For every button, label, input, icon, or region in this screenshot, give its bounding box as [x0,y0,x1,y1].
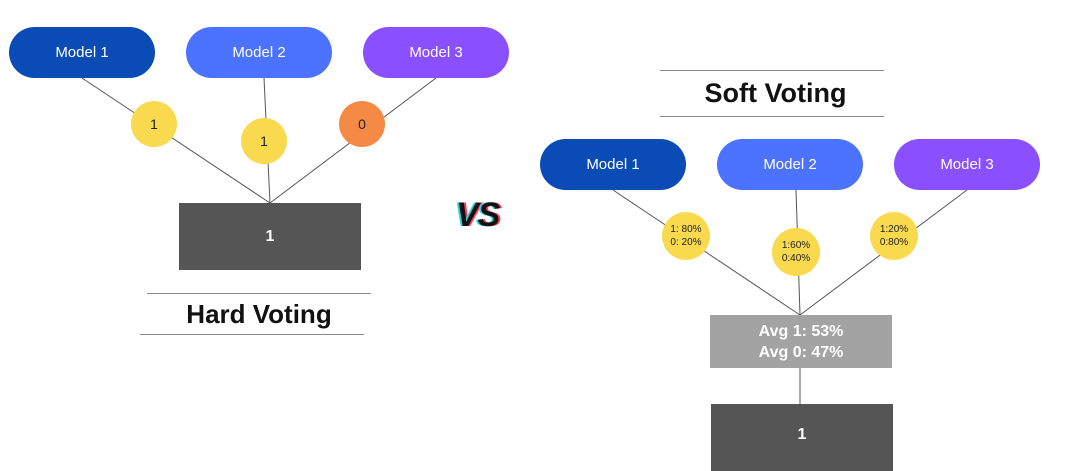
soft-voting-title-text: Soft Voting [704,77,847,108]
hard-title-rule-bottom [140,334,364,335]
soft-prob-model2: 1:60% 0:40% [772,228,820,276]
soft-result-box: 1 [711,404,893,471]
soft-prob-model1-p1: 1: 80% [670,224,702,235]
soft-model1-node: Model 1 [540,139,686,190]
soft-title-rule-top [660,70,884,71]
soft-prob-model3: 1:20% 0:80% [870,212,918,260]
soft-voting-title: Soft Voting [660,70,891,116]
connector-lines [81,77,968,404]
soft-prob-model3-p1: 1:20% [879,224,909,235]
soft-title-rule-bottom [660,116,884,117]
soft-prob-model3-p0: 0:80% [879,237,909,248]
hard-model3-node: Model 3 [363,27,509,78]
hard-title-rule-top [147,293,371,294]
hard-vote-model3: 0 [339,101,385,147]
soft-average-box: Avg 1: 53% Avg 0: 47% [710,315,892,368]
hard-vote-model2: 1 [241,118,287,164]
hard-model1-label: Model 1 [55,44,109,61]
soft-average-1: Avg 1: 53% [758,322,844,340]
hard-result-box: 1 [179,203,361,270]
soft-prob-model1: 1: 80% 0: 20% [662,212,710,260]
soft-model2-label: Model 2 [763,156,817,173]
vs-label: VS [456,196,500,234]
soft-model2-node: Model 2 [717,139,863,190]
hard-voting-title-text: Hard Voting [186,298,332,329]
soft-average-0: Avg 0: 47% [758,343,844,361]
soft-result-value: 1 [797,426,807,443]
hard-model3-label: Model 3 [409,44,463,61]
hard-result-value: 1 [265,227,275,245]
soft-model3-node: Model 3 [894,139,1040,190]
hard-model1-node: Model 1 [9,27,155,78]
hard-vote-model3-value: 0 [358,115,366,132]
soft-prob-model2-p0: 0:40% [781,253,811,264]
hard-connector-model1 [81,77,271,204]
soft-model3-label: Model 3 [940,156,994,173]
soft-prob-model1-p0: 0: 20% [670,237,702,248]
hard-vote-model2-value: 1 [260,132,268,149]
hard-vote-model1: 1 [131,101,177,147]
hard-model2-label: Model 2 [232,44,286,61]
soft-model1-label: Model 1 [586,156,640,173]
soft-prob-model2-p1: 1:60% [781,240,811,251]
soft-connector-model1 [612,189,801,316]
hard-vote-model1-value: 1 [150,115,158,132]
hard-model2-node: Model 2 [186,27,332,78]
hard-voting-title: Hard Voting [140,294,378,334]
